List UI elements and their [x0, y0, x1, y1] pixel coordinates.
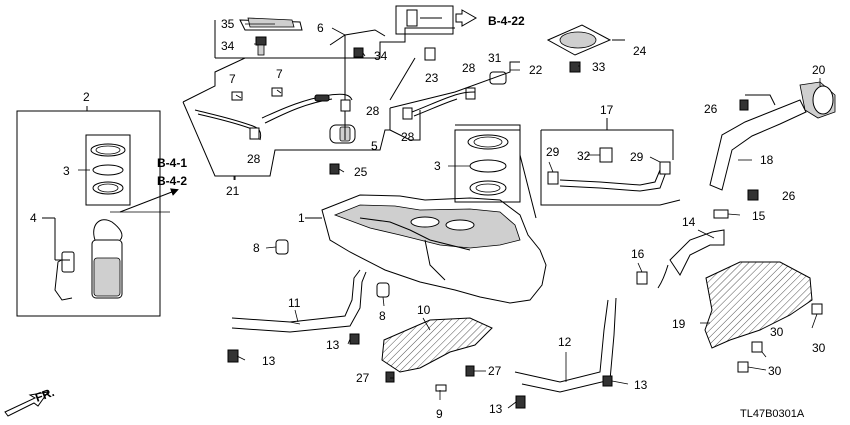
label-30b: 30: [768, 364, 782, 378]
label-7b: 7: [276, 67, 283, 81]
label-4: 4: [30, 211, 37, 225]
label-13a: 13: [262, 354, 276, 368]
left-tank-strap: [227, 269, 367, 363]
filler-vent-hose-group: [540, 118, 681, 206]
label-32: 32: [577, 149, 591, 163]
label-27b: 27: [488, 364, 502, 378]
diagram-code: TL47B0301A: [740, 408, 805, 420]
front-direction-arrow: [4, 391, 50, 417]
label-33: 33: [592, 60, 606, 74]
label-3b: 3: [434, 159, 441, 173]
fuel-pump-module-group: [16, 106, 179, 317]
label-20: 20: [812, 63, 826, 77]
front-indicator-text: FR.: [33, 385, 56, 405]
label-23: 23: [425, 71, 439, 85]
label-29a: 29: [546, 145, 560, 159]
tank-gasket-group: [448, 124, 537, 219]
label-28d: 28: [462, 61, 476, 75]
label-24: 24: [633, 44, 647, 58]
label-10: 10: [417, 303, 431, 317]
grommet-lower: [376, 282, 390, 298]
ref-b-4-2: B-4-2: [157, 174, 187, 188]
label-34a: 34: [221, 39, 235, 53]
reference-labels: B-4-22 B-4-1 B-4-2: [157, 14, 525, 188]
label-18: 18: [760, 153, 774, 167]
label-9: 9: [436, 407, 443, 421]
label-7a: 7: [229, 72, 236, 86]
label-8b: 8: [379, 309, 386, 323]
label-31: 31: [488, 51, 502, 65]
part-number-labels: 1 2 3 3 4 5 6 7 7 8 8 9 10 11 12 13 13 1…: [30, 17, 826, 421]
hose-clip-16: [636, 271, 648, 285]
label-16: 16: [631, 247, 645, 261]
splash-shield: [704, 261, 823, 373]
ref-b-4-1: B-4-1: [157, 156, 187, 170]
label-11: 11: [288, 296, 301, 310]
label-27a: 27: [356, 371, 370, 385]
label-1: 1: [298, 211, 305, 225]
label-13d: 13: [489, 402, 503, 416]
label-2: 2: [83, 90, 90, 104]
label-26a: 26: [704, 102, 718, 116]
label-6: 6: [317, 21, 324, 35]
leader-lines: [86, 23, 821, 409]
label-19: 19: [672, 317, 686, 331]
grommet-upper: [275, 239, 289, 255]
fuel-tank: [305, 194, 547, 304]
label-30a: 30: [770, 325, 784, 339]
label-34b: 34: [374, 49, 388, 63]
access-cover-group: [546, 24, 625, 73]
label-30c: 30: [812, 341, 826, 355]
label-26b: 26: [782, 189, 796, 203]
label-28a: 28: [247, 152, 261, 166]
ref-b-4-22: B-4-22: [488, 14, 525, 28]
label-13c: 13: [634, 378, 648, 392]
label-28b: 28: [366, 104, 380, 118]
label-8a: 8: [253, 241, 260, 255]
right-tank-strap: [514, 297, 617, 409]
label-29b: 29: [630, 150, 644, 164]
label-21: 21: [226, 184, 240, 198]
label-3a: 3: [63, 164, 70, 178]
label-13b: 13: [326, 338, 340, 352]
reference-b-4-22-group: [395, 5, 478, 35]
filler-neck-group: [636, 81, 836, 289]
label-15: 15: [752, 209, 766, 223]
label-12: 12: [558, 335, 572, 349]
label-14: 14: [682, 215, 696, 229]
heat-shield: [381, 317, 493, 392]
label-25: 25: [354, 165, 368, 179]
label-17: 17: [600, 103, 614, 117]
label-22: 22: [529, 63, 543, 77]
label-28c: 28: [401, 130, 415, 144]
label-5: 5: [371, 139, 378, 153]
label-35: 35: [221, 17, 235, 31]
